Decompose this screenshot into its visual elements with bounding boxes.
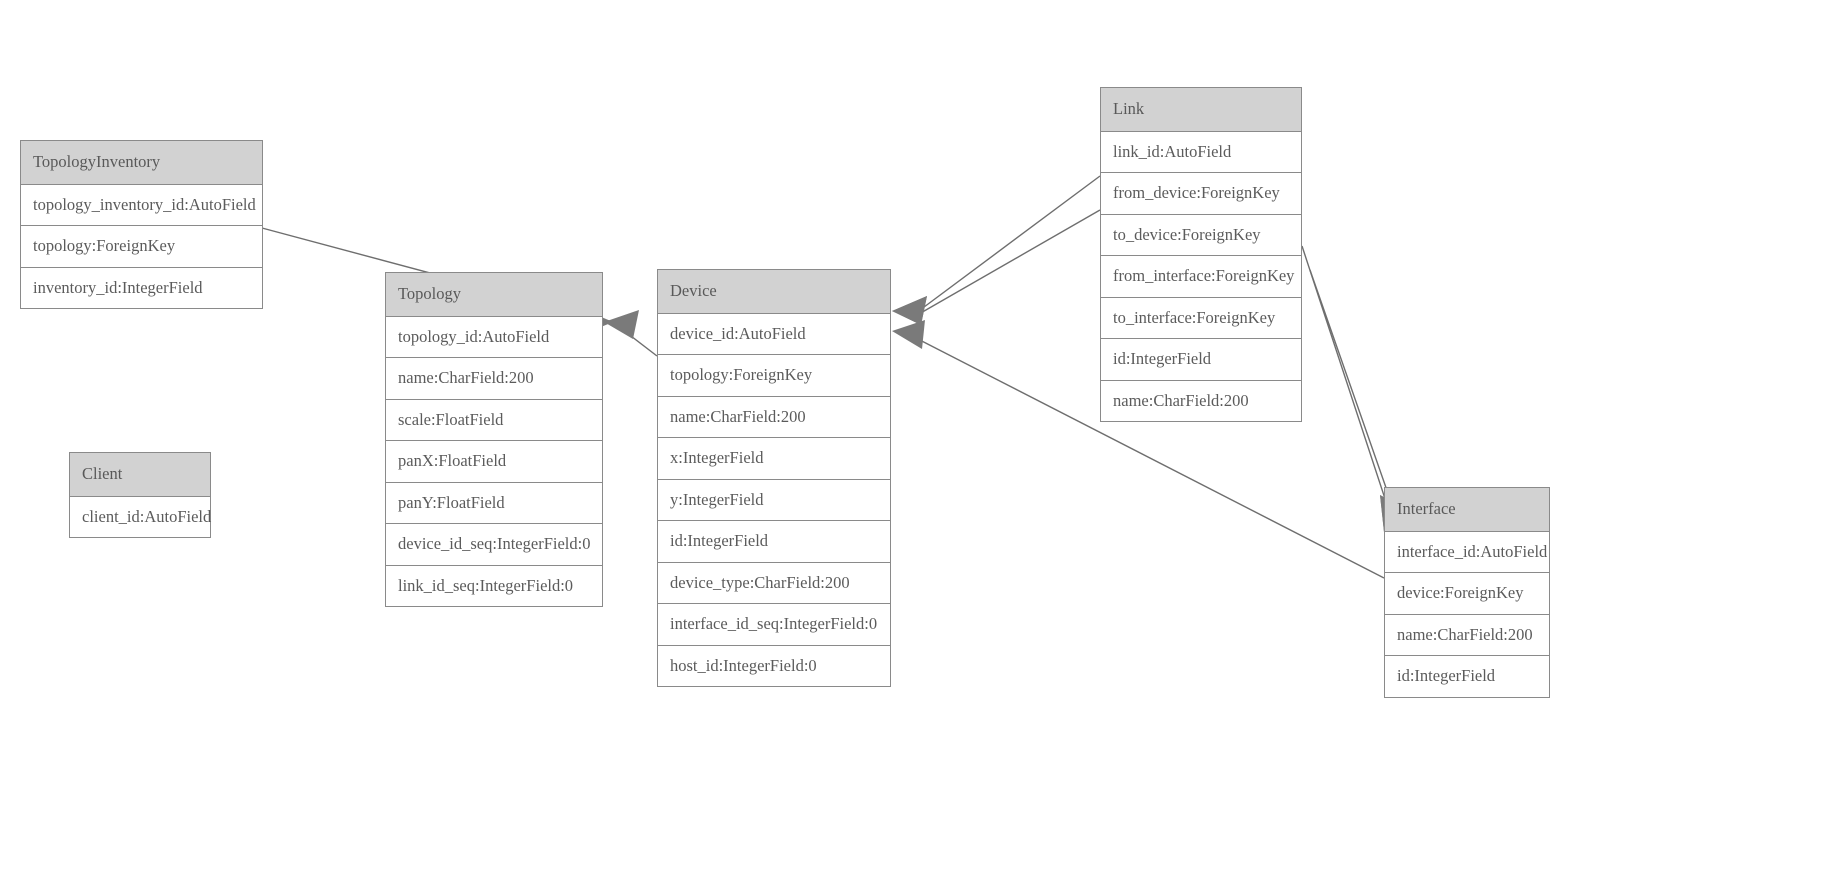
entity-field: device_id:AutoField	[658, 313, 890, 355]
entity-field: from_device:ForeignKey	[1101, 173, 1301, 215]
rel-device-topology	[604, 310, 658, 357]
entity-field: link_id:AutoField	[1101, 131, 1301, 173]
entity-title-client: Client	[70, 453, 210, 497]
entity-field: interface_id:AutoField	[1385, 531, 1549, 573]
edge-arrowhead	[604, 310, 639, 339]
entity-title-link: Link	[1101, 88, 1301, 132]
rel-link-from-device	[892, 175, 1101, 325]
entity-field: name:CharField:200	[386, 358, 602, 400]
entity-field: client_id:AutoField	[70, 496, 211, 537]
entity-title-interface: Interface	[1385, 488, 1549, 532]
entity-field: host_id:IntegerField:0	[658, 645, 890, 686]
edge-line	[617, 325, 658, 357]
entity-field: device_id_seq:IntegerField:0	[386, 524, 602, 566]
edge-line	[1309, 269, 1399, 523]
entity-field: scale:FloatField	[386, 399, 602, 441]
entity-field: inventory_id:IntegerField	[21, 267, 262, 308]
entity-field: y:IntegerField	[658, 479, 890, 521]
entity-title-topology: Topology	[386, 273, 602, 317]
entity-field: name:CharField:200	[658, 396, 890, 438]
entity-field: id:IntegerField	[1101, 339, 1301, 381]
rel-link-to-device	[892, 209, 1101, 325]
edge-line	[911, 209, 1101, 319]
entity-field: id:IntegerField	[658, 521, 890, 563]
entity-title-topology_inventory: TopologyInventory	[21, 141, 262, 185]
entity-field: from_interface:ForeignKey	[1101, 256, 1301, 298]
entity-field: panY:FloatField	[386, 482, 602, 524]
entity-field: x:IntegerField	[658, 438, 890, 480]
entity-field: to_device:ForeignKey	[1101, 214, 1301, 256]
entity-field: topology:ForeignKey	[658, 355, 890, 397]
entity-field: id:IntegerField	[1385, 656, 1549, 697]
edge-arrowhead	[892, 320, 925, 349]
entity-field: name:CharField:200	[1385, 614, 1549, 656]
entity-field: device:ForeignKey	[1385, 573, 1549, 615]
entity-title-device: Device	[658, 270, 890, 314]
entity-field: device_type:CharField:200	[658, 562, 890, 604]
entity-field: to_interface:ForeignKey	[1101, 297, 1301, 339]
entity-field: topology_inventory_id:AutoField	[21, 184, 262, 226]
edge-arrowhead	[892, 296, 927, 325]
edge-line	[911, 175, 1101, 317]
entity-field: link_id_seq:IntegerField:0	[386, 565, 602, 606]
entity-field: name:CharField:200	[1101, 380, 1301, 421]
entity-field: interface_id_seq:IntegerField:0	[658, 604, 890, 646]
entity-field: topology_id:AutoField	[386, 316, 602, 358]
entity-field: panX:FloatField	[386, 441, 602, 483]
edge-line	[1301, 245, 1393, 521]
entity-field: topology:ForeignKey	[21, 226, 262, 268]
edge-arrowhead	[892, 296, 927, 325]
